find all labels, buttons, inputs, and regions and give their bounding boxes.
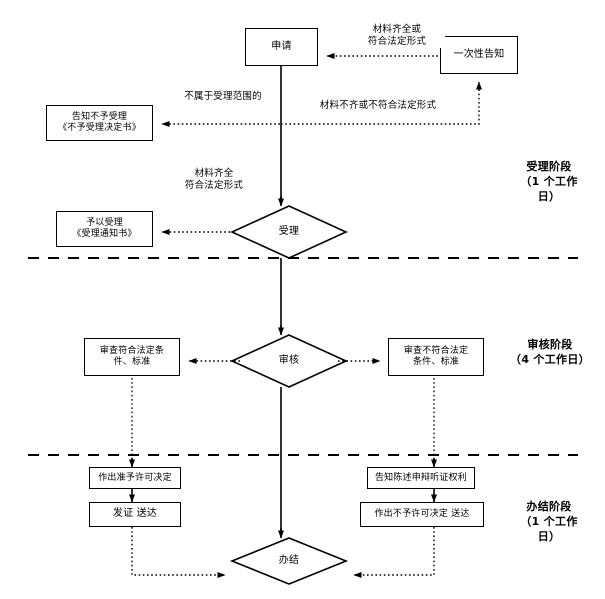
edge-incomplete-to-notice [281, 81, 482, 125]
node-grant-permit-decision-label: 作出准予许可决定 [98, 472, 172, 483]
node-deny-permit-decision[interactable]: 作出不予许可决定 送达 [360, 502, 484, 527]
node-accept-decision[interactable]: 受理 [232, 206, 346, 258]
complete-decision-diamond [229, 537, 349, 585]
node-apply-label: 申请 [271, 40, 292, 52]
node-complete-decision-label: 办结 [278, 554, 300, 566]
node-apply[interactable]: 申请 [245, 28, 318, 66]
node-complete-decision[interactable]: 办结 [232, 538, 346, 584]
review-decision-diamond [230, 334, 348, 388]
node-review-decision[interactable]: 审核 [232, 335, 346, 387]
node-review-noncompliant-label: 审查不符合法定 条件、标准 [403, 346, 469, 367]
node-review-noncompliant[interactable]: 审查不符合法定 条件、标准 [388, 338, 484, 376]
edge-label-not-in-scope: 不属于受理范围的 [173, 91, 273, 104]
node-issue-and-deliver[interactable]: 发证 送达 [89, 502, 181, 527]
node-review-decision-label: 审核 [278, 354, 300, 366]
node-review-compliant[interactable]: 审查符合法定条 件、标准 [84, 338, 180, 376]
node-one-time-notice[interactable]: 一次性告知 [440, 36, 518, 74]
node-issue-and-deliver-label: 发证 送达 [112, 508, 158, 520]
accept-decision-diamond [230, 205, 348, 259]
node-deny-permit-decision-label: 作出不予许可决定 送达 [374, 509, 470, 520]
node-one-time-notice-label: 一次性告知 [453, 48, 505, 60]
edge-label-materials-ok-or-legal: 材料齐全或 符合法定形式 [349, 24, 445, 49]
edge-label-materials-incomplete: 材料不齐或不符合法定形式 [303, 100, 453, 113]
node-notify-hearing-rights-label: 告知陈述申辩听证权利 [374, 472, 467, 483]
node-review-compliant-label: 审查符合法定条 件、标准 [99, 346, 165, 367]
node-grant-acceptance[interactable]: 予以受理 《受理通知书》 [56, 211, 153, 247]
stage-label-complete: 办结阶段 （1 个工作 日） [520, 500, 578, 543]
node-grant-acceptance-label: 予以受理 《受理通知书》 [72, 218, 137, 239]
stage-label-review: 审核阶段 （4 个工作日） [510, 338, 590, 366]
node-no-acceptance-notice-label: 告知不予受理 《不予受理决定书》 [58, 112, 141, 133]
node-accept-decision-label: 受理 [278, 225, 300, 237]
edge-issue-to-complete [131, 527, 226, 578]
stage-label-acceptance: 受理阶段 （1 个工作 日） [520, 160, 578, 203]
node-no-acceptance-notice[interactable]: 告知不予受理 《不予受理决定书》 [46, 105, 153, 141]
node-grant-permit-decision[interactable]: 作出准予许可决定 [89, 467, 181, 489]
edge-deny-to-complete [353, 527, 435, 578]
edge-label-materials-complete-legal: 材料齐全 符合法定形式 [169, 168, 259, 193]
node-notify-hearing-rights[interactable]: 告知陈述申辩听证权利 [367, 467, 475, 489]
